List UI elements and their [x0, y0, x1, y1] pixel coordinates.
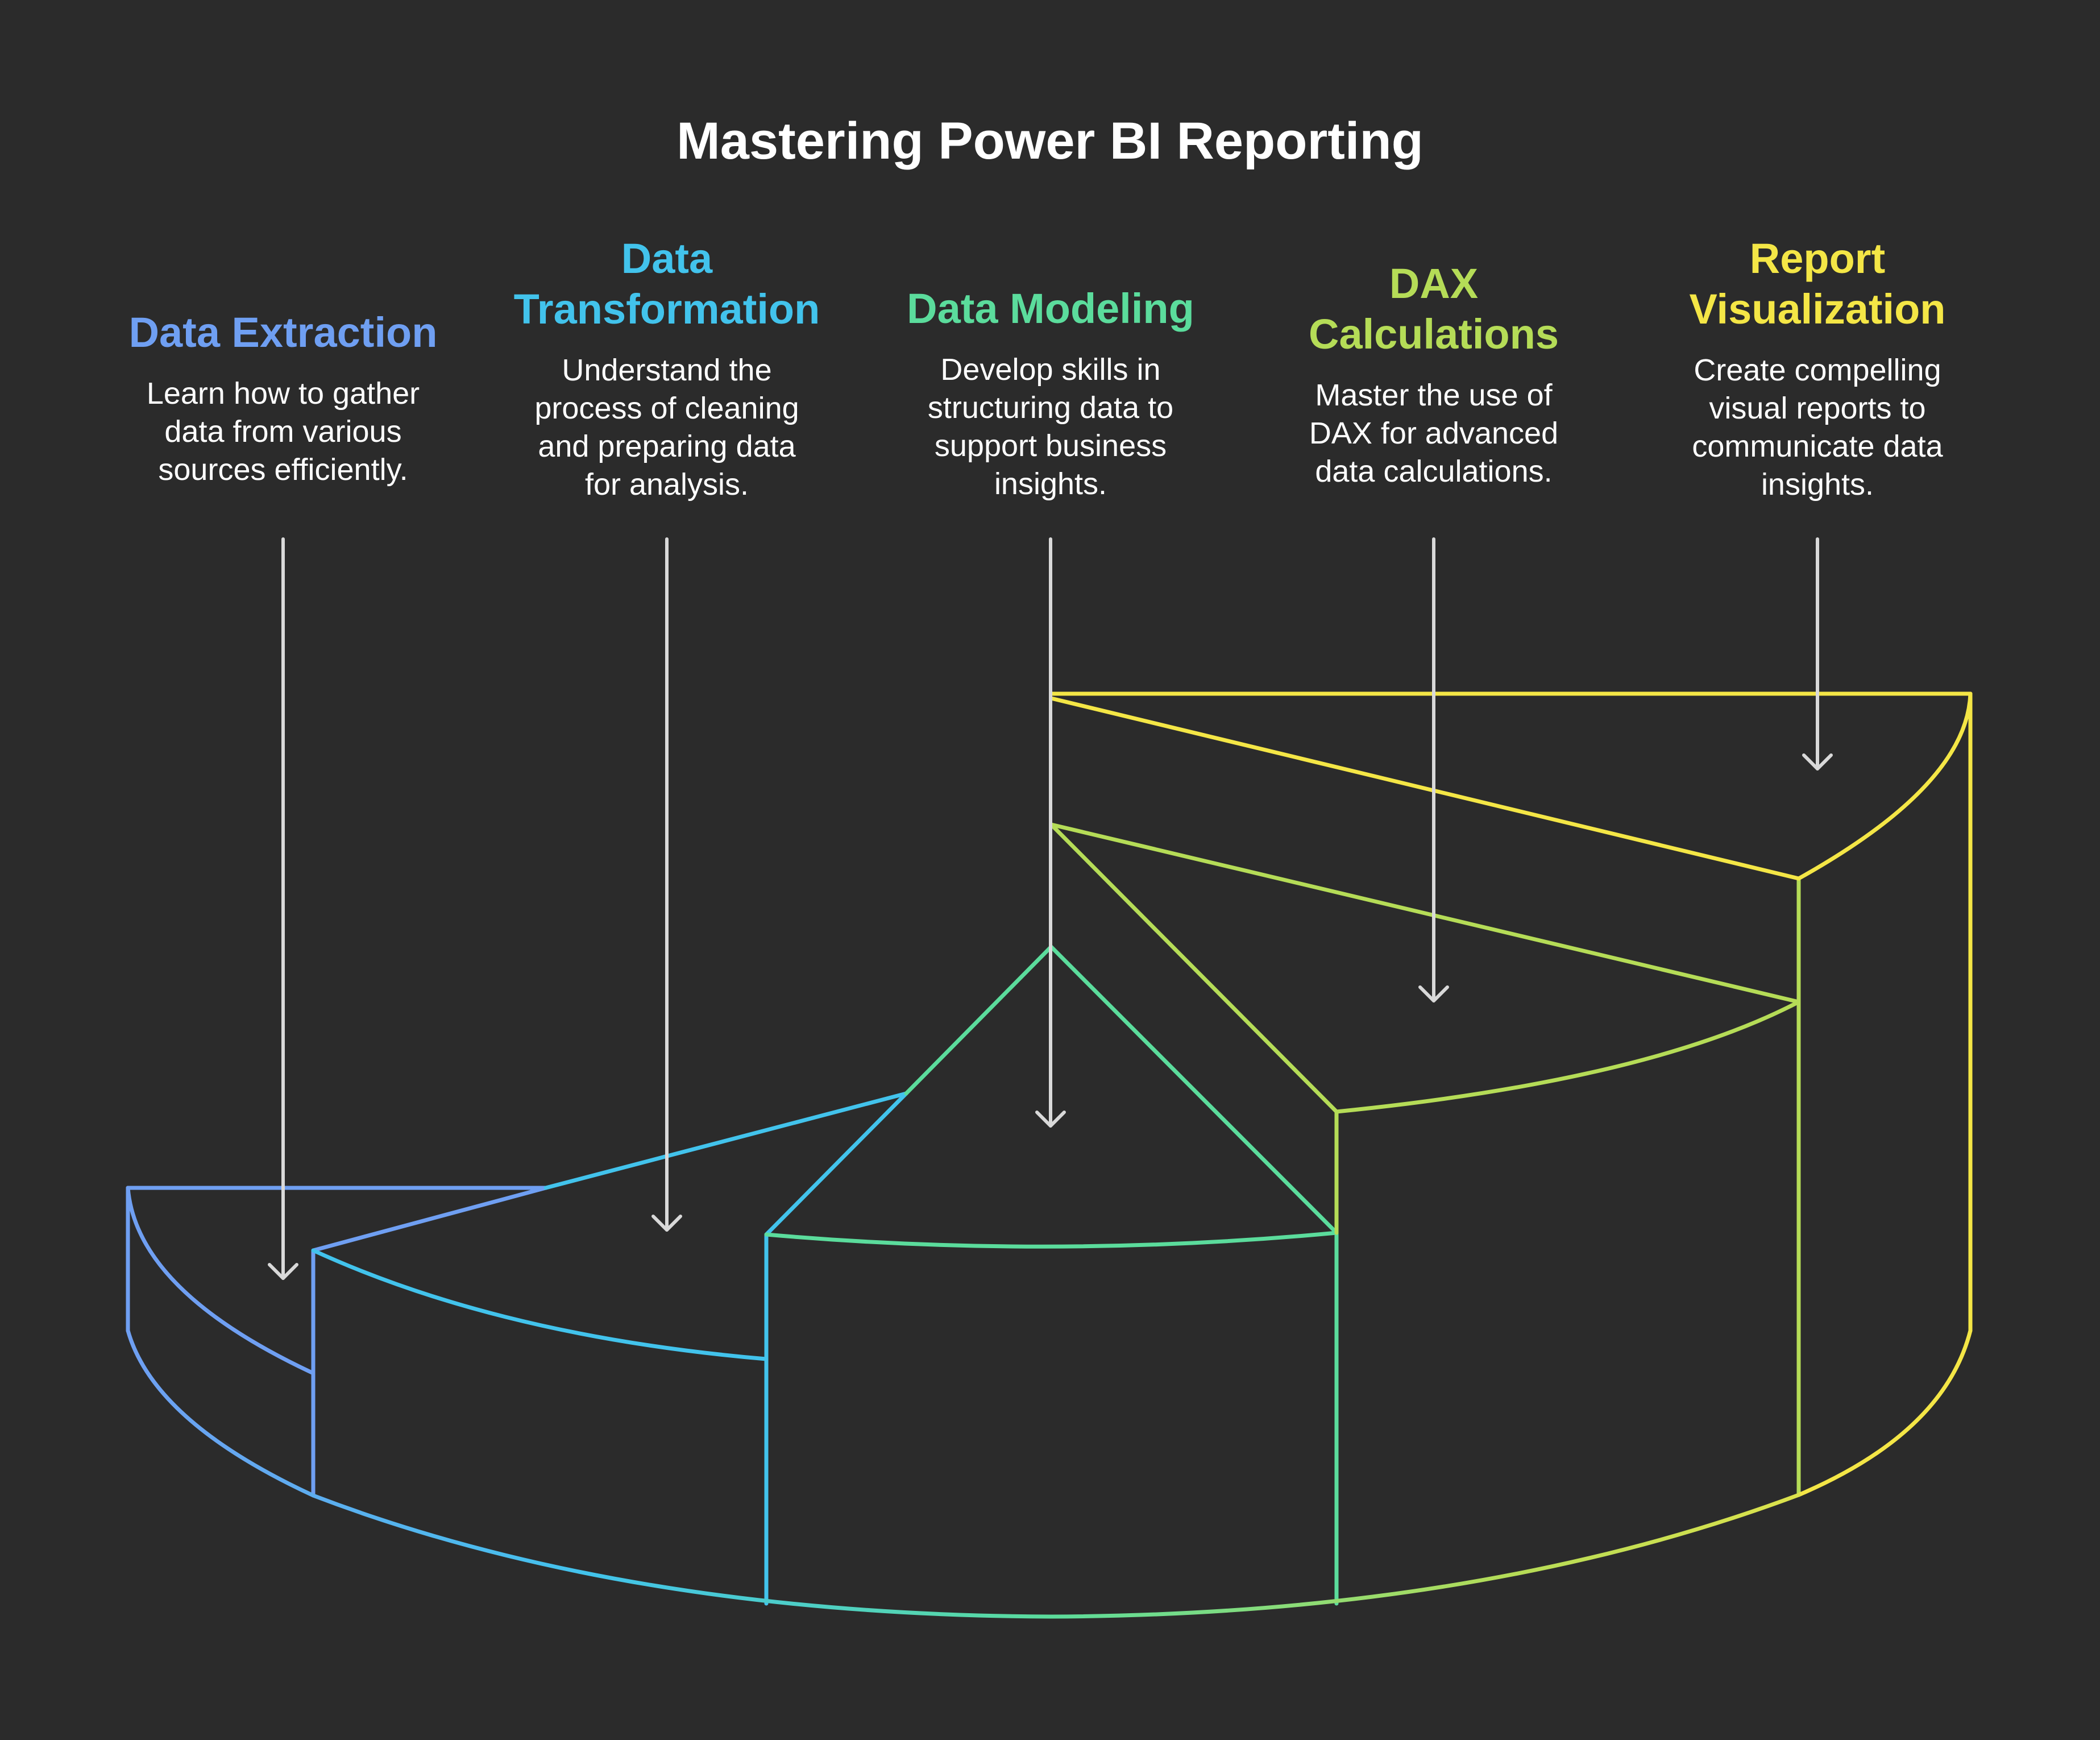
- step-description-line: communicate data: [1692, 429, 1943, 463]
- step-data-modeling: Data Modeling Develop skills in structur…: [880, 283, 1221, 503]
- step-description-line: Develop skills in: [940, 353, 1161, 387]
- down-arrow-icon: [268, 537, 298, 1280]
- step-description-line: insights.: [994, 467, 1107, 501]
- step-description-line: process of cleaning: [534, 391, 799, 425]
- down-arrow-icon: [651, 537, 682, 1232]
- step-description-line: sources efficiently.: [158, 453, 408, 487]
- step-title: DAX Calculations: [1263, 258, 1604, 359]
- cylinder-base-rim: [126, 1328, 1801, 1619]
- segment-data-extraction: [126, 1186, 548, 1498]
- step-title: Data Extraction: [113, 307, 454, 358]
- step-description: Develop skills in structuring data to su…: [880, 351, 1221, 503]
- step-description: Learn how to gather data from various so…: [113, 375, 454, 489]
- step-title-line: Data Modeling: [907, 285, 1194, 332]
- step-description-line: data calculations.: [1315, 454, 1553, 488]
- step-description-line: and preparing data: [538, 429, 796, 463]
- step-title-line: Calculations: [1309, 310, 1559, 358]
- down-arrow-icon: [1418, 537, 1449, 1002]
- step-title-line: Data: [621, 235, 713, 282]
- step-title-line: Transformation: [513, 285, 820, 333]
- step-dax-calculations: DAX Calculations Master the use of DAX f…: [1263, 258, 1604, 491]
- step-description: Master the use of DAX for advanced data …: [1263, 376, 1604, 491]
- down-arrow-icon: [1802, 537, 1833, 770]
- step-report-visualization: Report Visualization Create compelling v…: [1647, 233, 1988, 504]
- step-description-line: visual reports to: [1709, 391, 1926, 425]
- step-description-line: for analysis.: [584, 467, 749, 502]
- step-title-line: Visualization: [1689, 285, 1946, 333]
- step-title: Data Transformation: [496, 233, 837, 334]
- step-description: Create compelling visual reports to comm…: [1647, 351, 1988, 504]
- step-data-transformation: Data Transformation Understand the proce…: [496, 233, 837, 504]
- step-description-line: Create compelling: [1694, 353, 1941, 387]
- step-description-line: data from various: [164, 415, 402, 449]
- segment-data-transformation: [311, 1091, 908, 1606]
- segment-dax-calculations: [1049, 822, 1801, 1497]
- step-title-line: Report: [1749, 235, 1886, 282]
- down-arrow-icon: [1035, 537, 1066, 1128]
- step-description-line: insights.: [1761, 467, 1874, 502]
- step-title: Report Visualization: [1647, 233, 1988, 334]
- pointer-arrows: [268, 537, 1833, 1280]
- step-data-extraction: Data Extraction Learn how to gather data…: [113, 307, 454, 489]
- step-description-line: support business: [934, 429, 1167, 463]
- step-title-line: Data Extraction: [128, 309, 438, 356]
- step-description-line: Master the use of: [1315, 378, 1553, 412]
- step-description: Understand the process of cleaning and p…: [496, 351, 837, 504]
- step-description-line: structuring data to: [927, 391, 1174, 425]
- step-description-line: DAX for advanced: [1309, 416, 1559, 450]
- segment-data-modeling: [764, 944, 1339, 1606]
- step-description-line: Understand the: [562, 353, 772, 387]
- segment-report-visualization: [1049, 691, 1973, 1497]
- page-title: Mastering Power BI Reporting: [677, 112, 1423, 170]
- step-title: Data Modeling: [880, 283, 1221, 334]
- step-description-line: Learn how to gather: [146, 376, 420, 411]
- step-title-line: DAX: [1389, 260, 1479, 307]
